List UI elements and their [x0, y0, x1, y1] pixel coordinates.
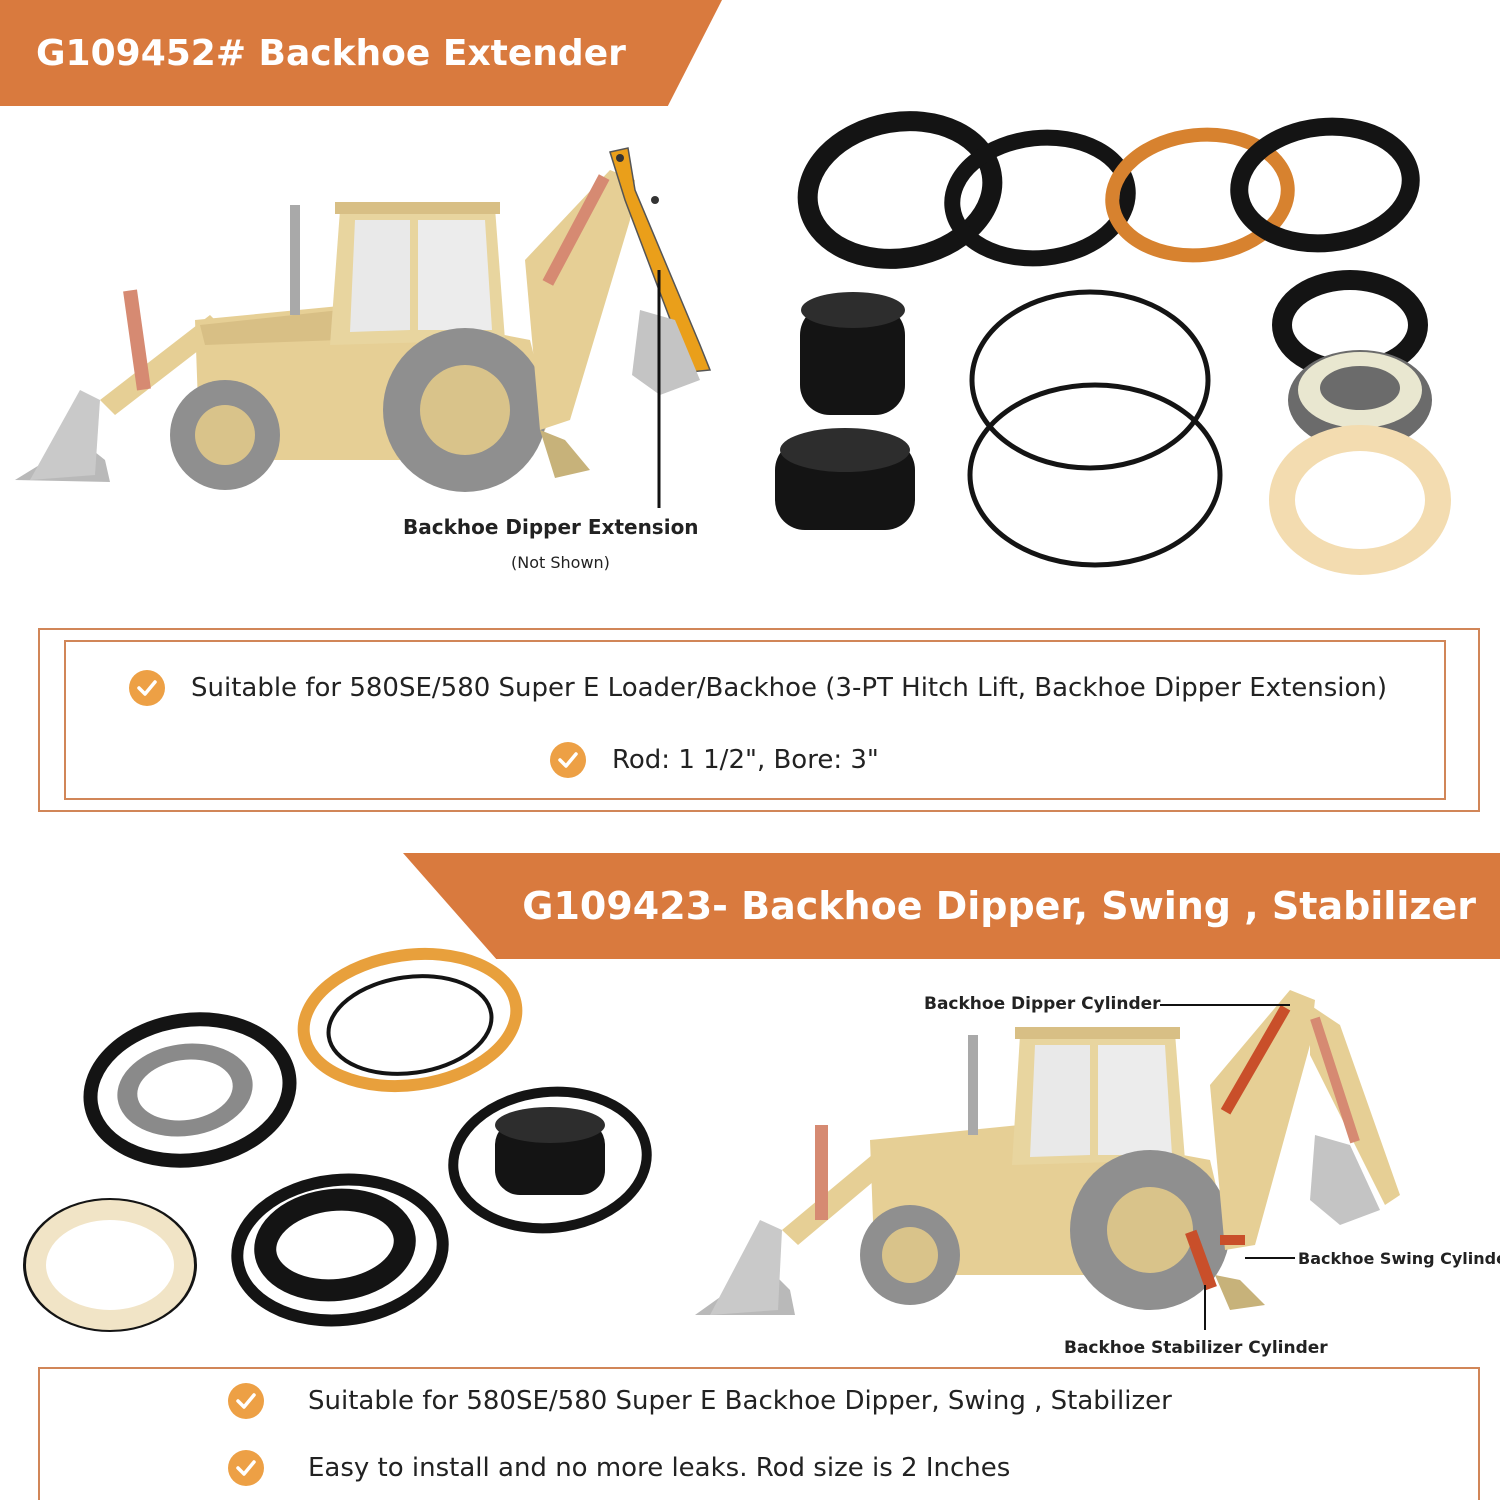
seal-kit-photo [23, 947, 652, 1332]
callout-not-shown: (Not Shown) [511, 553, 610, 572]
callout-dipper-extension: Backhoe Dipper Extension [403, 515, 699, 539]
feature-item: Easy to install and no more leaks. Rod s… [228, 1450, 1010, 1486]
check-icon [129, 670, 165, 706]
banner-title: G109423- Backhoe Dipper, Swing , Stabili… [522, 884, 1476, 928]
features-inner-frame-top [64, 640, 1446, 800]
features-frame-top [38, 628, 1480, 812]
banner-backhoe-extender: G109452# Backhoe Extender [0, 0, 722, 106]
check-icon [228, 1383, 264, 1419]
banner-title: G109452# Backhoe Extender [36, 32, 626, 74]
check-icon [228, 1450, 264, 1486]
feature-text: Rod: 1 1/2", Bore: 3" [612, 745, 879, 775]
banner-dipper-swing-stabilizer: G109423- Backhoe Dipper, Swing , Stabili… [403, 853, 1500, 959]
feature-text: Easy to install and no more leaks. Rod s… [308, 1453, 1011, 1483]
check-icon [550, 742, 586, 778]
feature-text: Suitable for 580SE/580 Super E Loader/Ba… [191, 673, 1388, 703]
feature-text: Suitable for 580SE/580 Super E Backhoe D… [308, 1386, 1172, 1416]
seal-kit-photo [775, 111, 1451, 575]
callout-stabilizer-cylinder: Backhoe Stabilizer Cylinder [1064, 1338, 1328, 1358]
feature-item: Rod: 1 1/2", Bore: 3" [550, 742, 879, 778]
features-frame-bottom [38, 1367, 1480, 1500]
callout-swing-cylinder: Backhoe Swing Cylinder [1298, 1249, 1500, 1268]
feature-item: Suitable for 580SE/580 Super E Loader/Ba… [129, 670, 1387, 706]
backhoe-loader-illustration [695, 990, 1400, 1330]
backhoe-loader-illustration [15, 147, 712, 508]
callout-dipper-cylinder: Backhoe Dipper Cylinder [924, 994, 1161, 1014]
feature-item: Suitable for 580SE/580 Super E Backhoe D… [228, 1383, 1172, 1419]
